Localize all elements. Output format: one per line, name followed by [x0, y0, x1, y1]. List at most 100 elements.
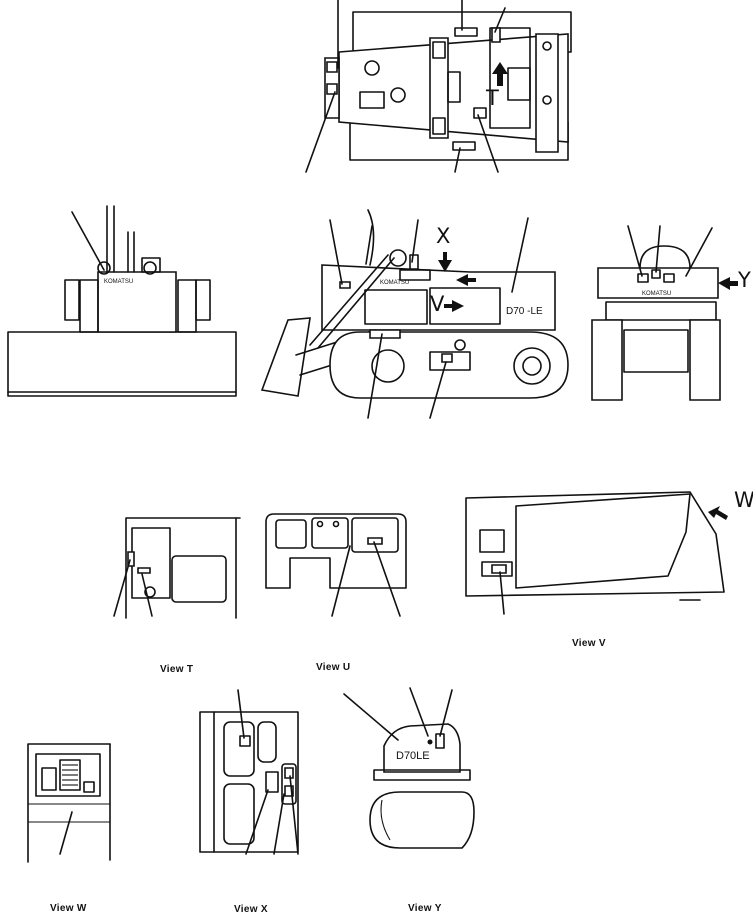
- view-t-caption: View T: [160, 664, 194, 675]
- view-w-switch: [42, 768, 56, 790]
- engine-inset: [508, 68, 530, 100]
- leader-line: [628, 226, 642, 276]
- view-v-window: [480, 530, 504, 552]
- leader-line: [478, 115, 498, 172]
- leader-line: [368, 334, 382, 418]
- arrow-w: [708, 506, 728, 520]
- side-model-label: D70 -LE: [506, 306, 543, 317]
- hood-strip: [400, 270, 430, 280]
- tag-track-frame: [442, 354, 452, 362]
- top-view: [306, 0, 571, 172]
- view-w-caption: View W: [50, 903, 87, 914]
- leader-line: [330, 220, 342, 284]
- lift-cylinder-side: [310, 255, 388, 345]
- frame-detail-1: [433, 42, 445, 58]
- view-x-window-2: [258, 722, 276, 762]
- view-u-light-2: [334, 522, 339, 527]
- view-v-tag: [492, 565, 506, 573]
- arrow-letter-y: Y: [738, 268, 751, 292]
- leader-line: [332, 546, 350, 616]
- leader-line: [495, 8, 505, 32]
- arrow-x: [438, 252, 452, 272]
- leader-line: [686, 228, 712, 276]
- view-y-track-link: [381, 800, 390, 840]
- side-cap: [390, 250, 406, 266]
- arrow-u: [456, 274, 476, 286]
- arrow-v: [444, 300, 464, 312]
- track-frame-box: [430, 352, 470, 370]
- view-t-drawing: [114, 518, 240, 618]
- view-v-plate: [482, 562, 512, 576]
- view-y-hood: [384, 724, 460, 772]
- view-y-model-label: D70LE: [396, 750, 430, 762]
- side-brand-label: KOMATSU: [380, 280, 410, 286]
- tag-top: [455, 28, 477, 36]
- leader-line: [512, 218, 528, 292]
- view-y-drawing: [344, 688, 474, 848]
- view-v-drawing: [466, 492, 728, 614]
- view-y-caption: View Y: [408, 903, 442, 914]
- view-y-track: [370, 792, 474, 848]
- view-x-tag-3: [285, 768, 293, 778]
- leader-line: [366, 226, 372, 264]
- view-u-gauge-3: [352, 518, 398, 552]
- view-x-tag-4: [285, 786, 293, 796]
- seat: [360, 92, 384, 108]
- sprocket-hub: [523, 357, 541, 375]
- leader-line: [500, 572, 504, 614]
- lift-cylinder-side-2: [318, 258, 394, 348]
- left-arm: [65, 280, 79, 320]
- tag-rear-c: [664, 274, 674, 282]
- left-lift-cylinder: [80, 280, 98, 332]
- radiator-bolt-2: [543, 96, 551, 104]
- view-u-panel: [266, 514, 406, 588]
- view-u-caption: View U: [316, 662, 351, 673]
- view-w-panel: [36, 754, 100, 796]
- tag-track-plate: [370, 330, 400, 338]
- side-exhaust: [368, 210, 374, 265]
- tag-bottom: [453, 142, 475, 150]
- leader-line: [344, 694, 398, 740]
- view-u-light-1: [318, 522, 323, 527]
- view-x-window-1: [224, 722, 254, 776]
- view-v-outline: [466, 492, 724, 596]
- view-u-gauge-2: [312, 518, 348, 548]
- tag-rear-a: [638, 274, 648, 282]
- leader-line: [410, 688, 428, 736]
- frame-detail-2: [433, 118, 445, 134]
- view-v-caption: View V: [572, 638, 606, 649]
- arrow-y: [718, 277, 738, 290]
- view-x-door: [200, 712, 298, 852]
- arrow-letter-x: X: [436, 224, 451, 248]
- rear-track-left: [592, 320, 622, 400]
- arrow-letter-t: T: [486, 86, 499, 110]
- side-blade: [262, 318, 310, 396]
- leader-line: [412, 220, 418, 262]
- front-cap-left: [98, 262, 110, 274]
- leader-line: [290, 776, 298, 854]
- rear-ripper-area: [624, 330, 688, 372]
- leader-line: [656, 226, 660, 272]
- arrow-letter-w: W: [734, 488, 753, 512]
- idler: [372, 350, 404, 382]
- cap-2: [391, 88, 405, 102]
- side-panel: [430, 288, 500, 324]
- view-y-frame: [374, 770, 470, 780]
- view-v-hood: [516, 494, 690, 588]
- side-view: [262, 210, 568, 418]
- front-view: [8, 206, 236, 396]
- radiator-bolt-1: [543, 42, 551, 50]
- control-box: [448, 72, 460, 102]
- track-side: [330, 332, 568, 398]
- arrow-letter-v: V: [430, 292, 445, 316]
- view-x-tag-1: [240, 736, 250, 746]
- leader-line: [114, 560, 130, 616]
- front-box: [142, 258, 160, 272]
- leader-line: [72, 212, 104, 270]
- tag-rear-2: [327, 84, 337, 94]
- view-x-drawing: [200, 690, 298, 854]
- grease-point: [455, 340, 465, 350]
- right-arm: [196, 280, 210, 320]
- direction-arrow-t: [492, 62, 508, 86]
- tag-side-rear: [340, 282, 350, 288]
